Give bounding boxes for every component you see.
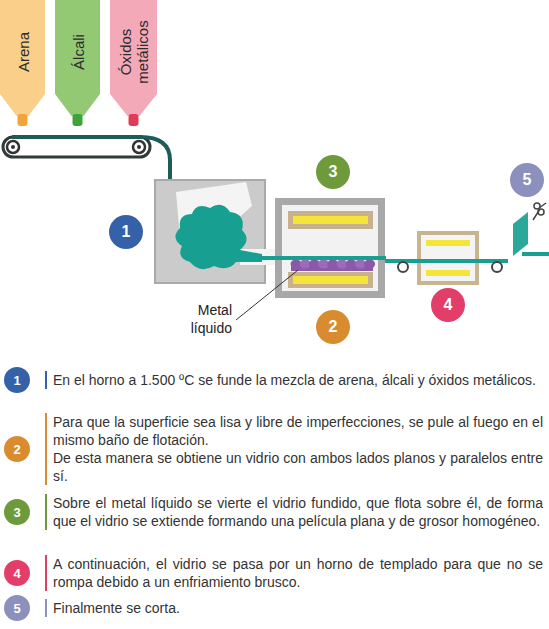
step-description: De esta manera se obtiene un vidrio con … (53, 449, 543, 485)
step-bar (45, 371, 47, 389)
material-hopper: Óxidos metálicos (110, 0, 157, 130)
callout-number: 4 (444, 296, 453, 314)
callout-number: 5 (13, 601, 20, 616)
step-number-circle: 2 (4, 436, 30, 462)
callout-circle: 3 (316, 155, 350, 189)
callout-number: 5 (523, 171, 532, 189)
liquid-metal (291, 260, 376, 272)
step-number-circle: 1 (4, 367, 30, 393)
conveyor-belt (3, 137, 170, 184)
callout-number: 4 (13, 566, 20, 581)
callout-circle: 4 (431, 288, 465, 322)
hopper-label: Arena (14, 6, 31, 98)
annealing-oven (417, 233, 479, 283)
leader-line (236, 270, 298, 320)
step-number-circle: 3 (4, 499, 30, 525)
callout-number: 3 (13, 505, 20, 520)
step-description: En el horno a 1.500 ºC se funde la mezcl… (53, 371, 543, 389)
callout-number: 3 (329, 163, 338, 181)
material-hopper: Arena (0, 0, 45, 130)
material-hopper: Álcali (55, 0, 100, 130)
step-description: Para que la superficie sea lisa y libre … (53, 413, 543, 449)
callout-circle: 1 (109, 215, 143, 249)
callout-number: 1 (122, 223, 131, 241)
step-description: A continuación, el vidrio se pasa por un… (53, 555, 543, 591)
step-number-circle: 4 (4, 560, 30, 586)
step-bar (45, 413, 47, 485)
step-bar (45, 555, 47, 591)
step-bar (45, 494, 47, 530)
callout-circle: 5 (510, 163, 544, 197)
hopper-label: Óxidos metálicos (117, 6, 151, 98)
step-description: Finalmente se corta. (53, 599, 543, 617)
callout-number: 1 (13, 373, 20, 388)
cutter (513, 203, 546, 256)
step-description: Sobre el metal líquido se vierte el vidr… (53, 494, 543, 530)
float-bath (275, 198, 385, 298)
step-bar (45, 599, 47, 617)
step-number-circle: 5 (4, 595, 30, 621)
callout-number: 2 (329, 318, 338, 336)
melting-furnace (155, 180, 280, 283)
part-label: Metal líquido (172, 301, 232, 337)
callout-number: 2 (13, 442, 20, 457)
hopper-label: Álcali (69, 6, 86, 98)
callout-circle: 2 (316, 310, 350, 344)
